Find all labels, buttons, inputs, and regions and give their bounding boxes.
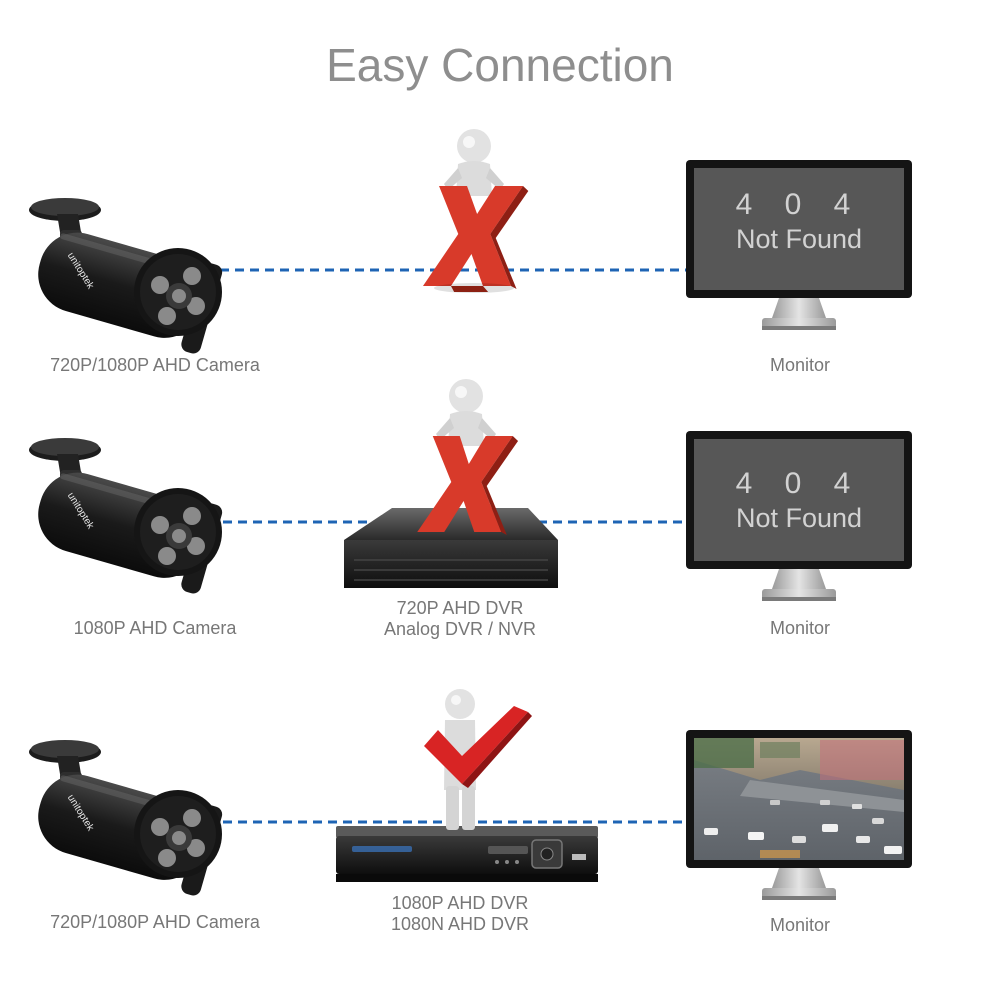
camera-icon-2 — [27, 438, 225, 596]
cross-figure-icon-2 — [417, 379, 519, 535]
traffic-video-image — [694, 738, 904, 860]
monitor-icon-1 — [686, 160, 912, 330]
camera-icon-1 — [27, 198, 225, 356]
screen-error-code-1: 4 0 4 — [735, 188, 863, 221]
ahd-dvr-icon — [336, 826, 598, 882]
monitor-label-2: Monitor — [769, 618, 831, 638]
monitor-label-3: Monitor — [769, 915, 831, 935]
dvr-label-3-line-2: 1080N AHD DVR — [390, 914, 530, 934]
dvr-label-2: 720P AHD DVR Analog DVR / NVR — [330, 598, 590, 640]
dvr-label-3: 1080P AHD DVR 1080N AHD DVR — [330, 893, 590, 935]
cross-figure-icon-1 — [422, 129, 529, 293]
dvr-label-3-line-1: 1080P AHD DVR — [391, 893, 529, 913]
dvr-label-2-line-1: 720P AHD DVR — [396, 598, 524, 618]
screen-error-code-2: 4 0 4 — [735, 467, 863, 500]
camera-label-2: 1080P AHD Camera — [73, 618, 237, 638]
dvr-label-2-line-2: Analog DVR / NVR — [383, 619, 537, 639]
monitor-icon-3 — [686, 730, 912, 900]
camera-label-3: 720P/1080P AHD Camera — [50, 912, 260, 932]
check-figure-icon — [424, 689, 532, 830]
page-title: Easy Connection — [326, 39, 674, 91]
screen-error-message-2: Not Found — [735, 503, 863, 533]
monitor-label-1: Monitor — [769, 355, 831, 375]
camera-label-1: 720P/1080P AHD Camera — [50, 355, 260, 375]
camera-icon-3 — [27, 740, 225, 898]
monitor-icon-2 — [686, 431, 912, 601]
screen-error-message-1: Not Found — [735, 224, 863, 254]
